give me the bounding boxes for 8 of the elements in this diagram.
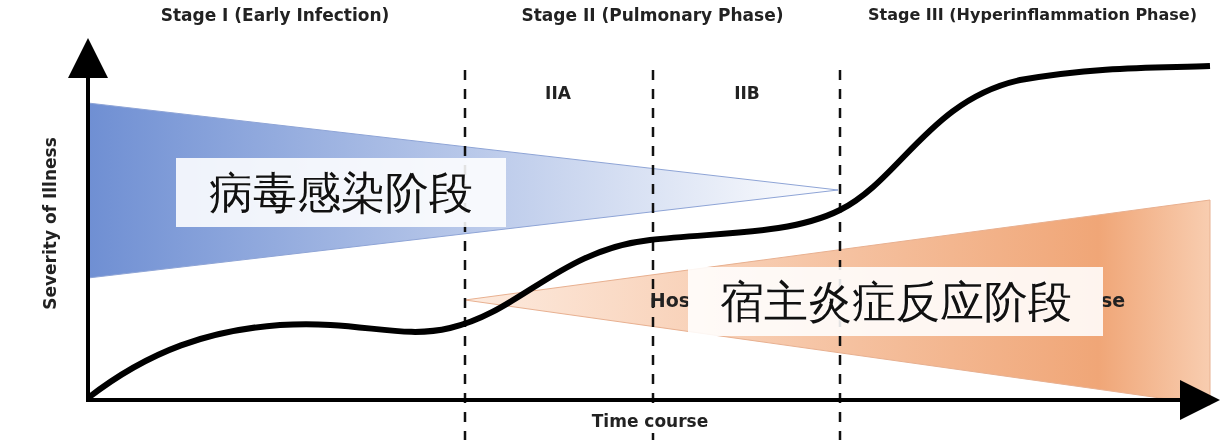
substage-label: IIA: [544, 82, 572, 105]
phase-label: 宿主炎症反应阶段: [688, 267, 1103, 337]
phase-label: 病毒感染阶段: [176, 158, 506, 228]
substage-label: IIB: [733, 82, 761, 105]
axis-title: Severity of Illness: [38, 136, 61, 312]
stage-heading: Stage II (Pulmonary Phase): [520, 4, 785, 27]
stage-heading: Stage I (Early Infection): [160, 4, 390, 27]
stage-heading: Stage III (Hyperinflammation Phase): [867, 4, 1198, 26]
